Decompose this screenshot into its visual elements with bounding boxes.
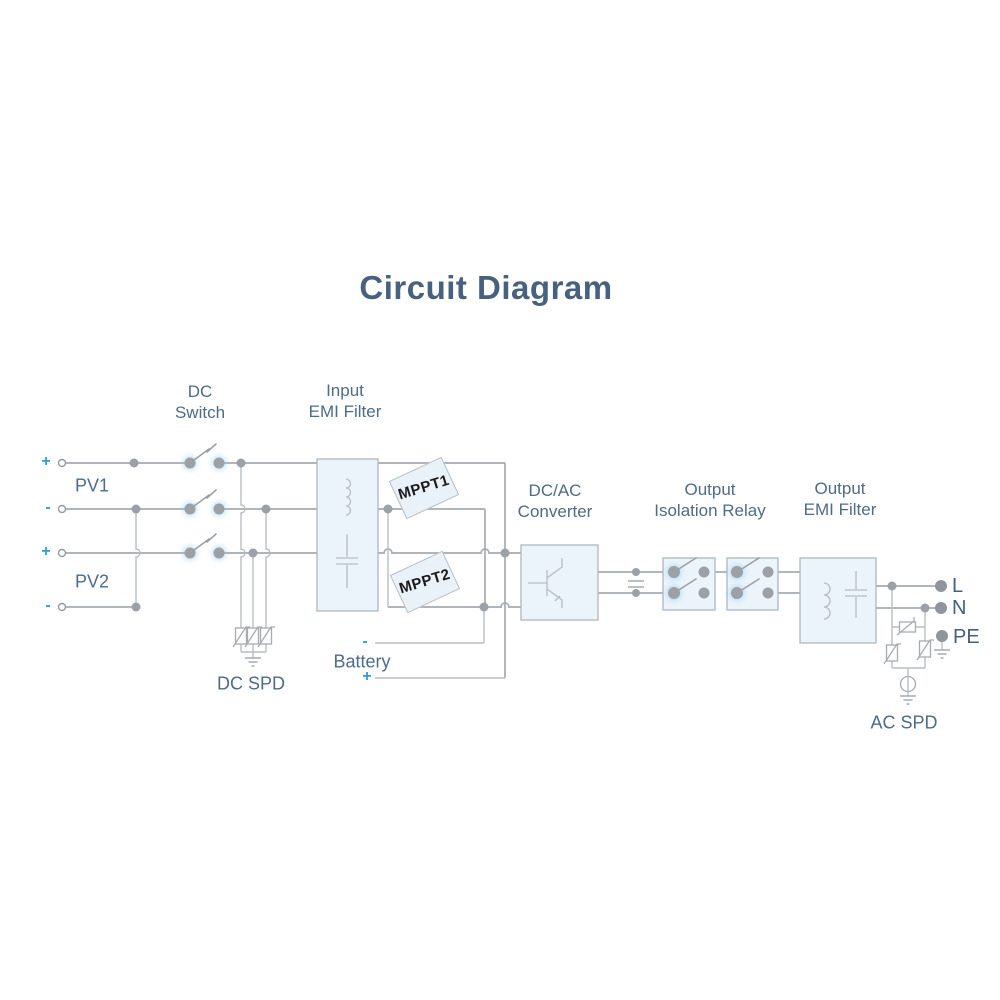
component-boxes [316, 458, 877, 644]
component-glyphs [336, 478, 867, 620]
battery-minus-sign: - [362, 633, 368, 650]
wire-pv2-plus [66, 548, 521, 554]
wire-pv-minus-tie [135, 509, 141, 607]
terminal-pv2-minus [57, 602, 67, 612]
wire-battery-minus [375, 607, 485, 644]
gdt-icon [899, 668, 917, 696]
pv2-minus-sign: - [45, 597, 51, 614]
inductor-icon [345, 478, 352, 516]
line-PE-label: PE [953, 626, 980, 648]
igbt-icon [528, 558, 563, 608]
junction-dots [129, 458, 930, 613]
terminal-pv2-plus [57, 548, 67, 558]
varistor-icon-dc1 [232, 626, 250, 648]
wire-spd-drop-3 [265, 509, 271, 628]
output-isolation-relay-label: Output Isolation Relay [654, 480, 766, 520]
input-emi-filter-label: Input EMI Filter [308, 381, 382, 421]
switch-contact-dots [184, 457, 774, 599]
page-title: Circuit Diagram [359, 269, 613, 306]
output-terminals [935, 580, 948, 642]
dc-ac-converter-label: DC/AC Converter [517, 481, 593, 521]
pv-input-terminals [57, 458, 67, 612]
varistors [232, 617, 934, 665]
capacitor-icon [336, 534, 358, 588]
output-emi-filter-box [799, 557, 877, 644]
ground-icon-pe [934, 649, 950, 659]
ac-spd-label: AC SPD [870, 712, 938, 733]
varistor-icon-dc3 [257, 626, 275, 648]
inductor-icon-output [823, 582, 831, 620]
varistor-icon-ac-bridge [896, 617, 917, 636]
varistor-icon-dc2 [244, 626, 262, 648]
ground-symbols [245, 649, 950, 705]
line-L-label: L [952, 575, 964, 597]
ground-icon-acspd [900, 695, 916, 705]
terminal-N [935, 602, 947, 614]
battery-label: Battery [333, 651, 391, 672]
terminal-PE [936, 630, 948, 642]
pv1-plus-sign: + [41, 453, 51, 470]
wire-spd-drop-1 [240, 463, 246, 628]
pv2-label: PV2 [74, 571, 110, 592]
varistor-icon-ac-right [916, 639, 934, 661]
varistor-icon-ac-left [883, 643, 901, 665]
dc-switch-label: DC Switch [174, 382, 226, 422]
pv1-minus-sign: - [45, 499, 51, 516]
terminal-pv1-plus [57, 458, 67, 468]
capacitor-icon-output [845, 571, 867, 618]
terminal-pv1-minus [57, 504, 67, 514]
pv1-label: PV1 [74, 475, 110, 496]
terminal-L [935, 580, 947, 592]
dc-spd-label: DC SPD [216, 673, 286, 694]
output-emi-filter-label: Output EMI Filter [803, 479, 877, 519]
dc-link-marker [628, 580, 644, 588]
line-N-label: N [952, 597, 967, 619]
battery-plus-sign: + [362, 668, 372, 685]
ground-icon-dcspd [245, 657, 261, 667]
pv2-plus-sign: + [41, 543, 51, 560]
wire-negative-bus [388, 602, 521, 608]
switch-glows [183, 456, 745, 601]
wire-spd-join [240, 644, 267, 658]
